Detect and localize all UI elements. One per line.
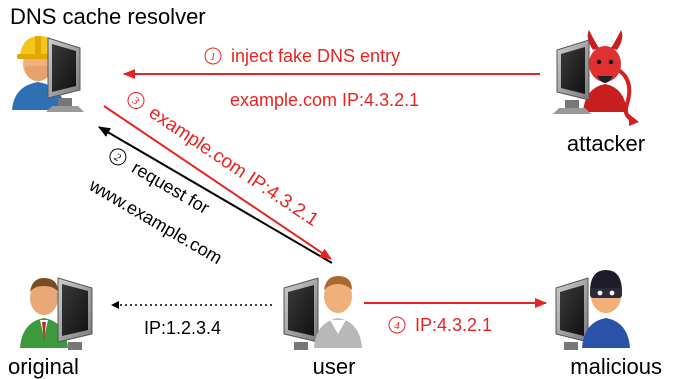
step-4-text: IP:4.3.2.1 [415, 315, 492, 335]
original-ip-label: IP:1.2.3.4 [144, 318, 221, 338]
user-computer-icon [283, 276, 362, 350]
step-3-badge: 3 [127, 91, 145, 109]
step-4-badge: 4 [388, 316, 406, 334]
dns-resolver-label: DNS cache resolver [10, 4, 206, 29]
admin-computer-icon [12, 36, 84, 112]
original-label: original [8, 354, 79, 379]
step-2-badge: 2 [109, 148, 127, 166]
businessman-computer-icon [20, 277, 93, 350]
malicious-label: malicious [570, 354, 662, 379]
devil-computer-icon [553, 30, 639, 126]
step-2-number: 2 [112, 151, 123, 164]
step-1-badge: 1 [204, 47, 222, 65]
step-3-text: example.com IP:4.3.2.1 [145, 102, 322, 231]
arrow-request [98, 126, 333, 264]
step-4-number: 4 [394, 320, 400, 332]
burglar-computer-icon [555, 270, 630, 350]
attacker-label: attacker [567, 131, 645, 156]
step-1-number: 1 [210, 51, 216, 63]
arrow-response [103, 105, 332, 260]
step-1-text: inject fake DNS entry [231, 46, 400, 66]
user-label: user [313, 354, 356, 379]
step-1-detail: example.com IP:4.3.2.1 [230, 90, 419, 110]
